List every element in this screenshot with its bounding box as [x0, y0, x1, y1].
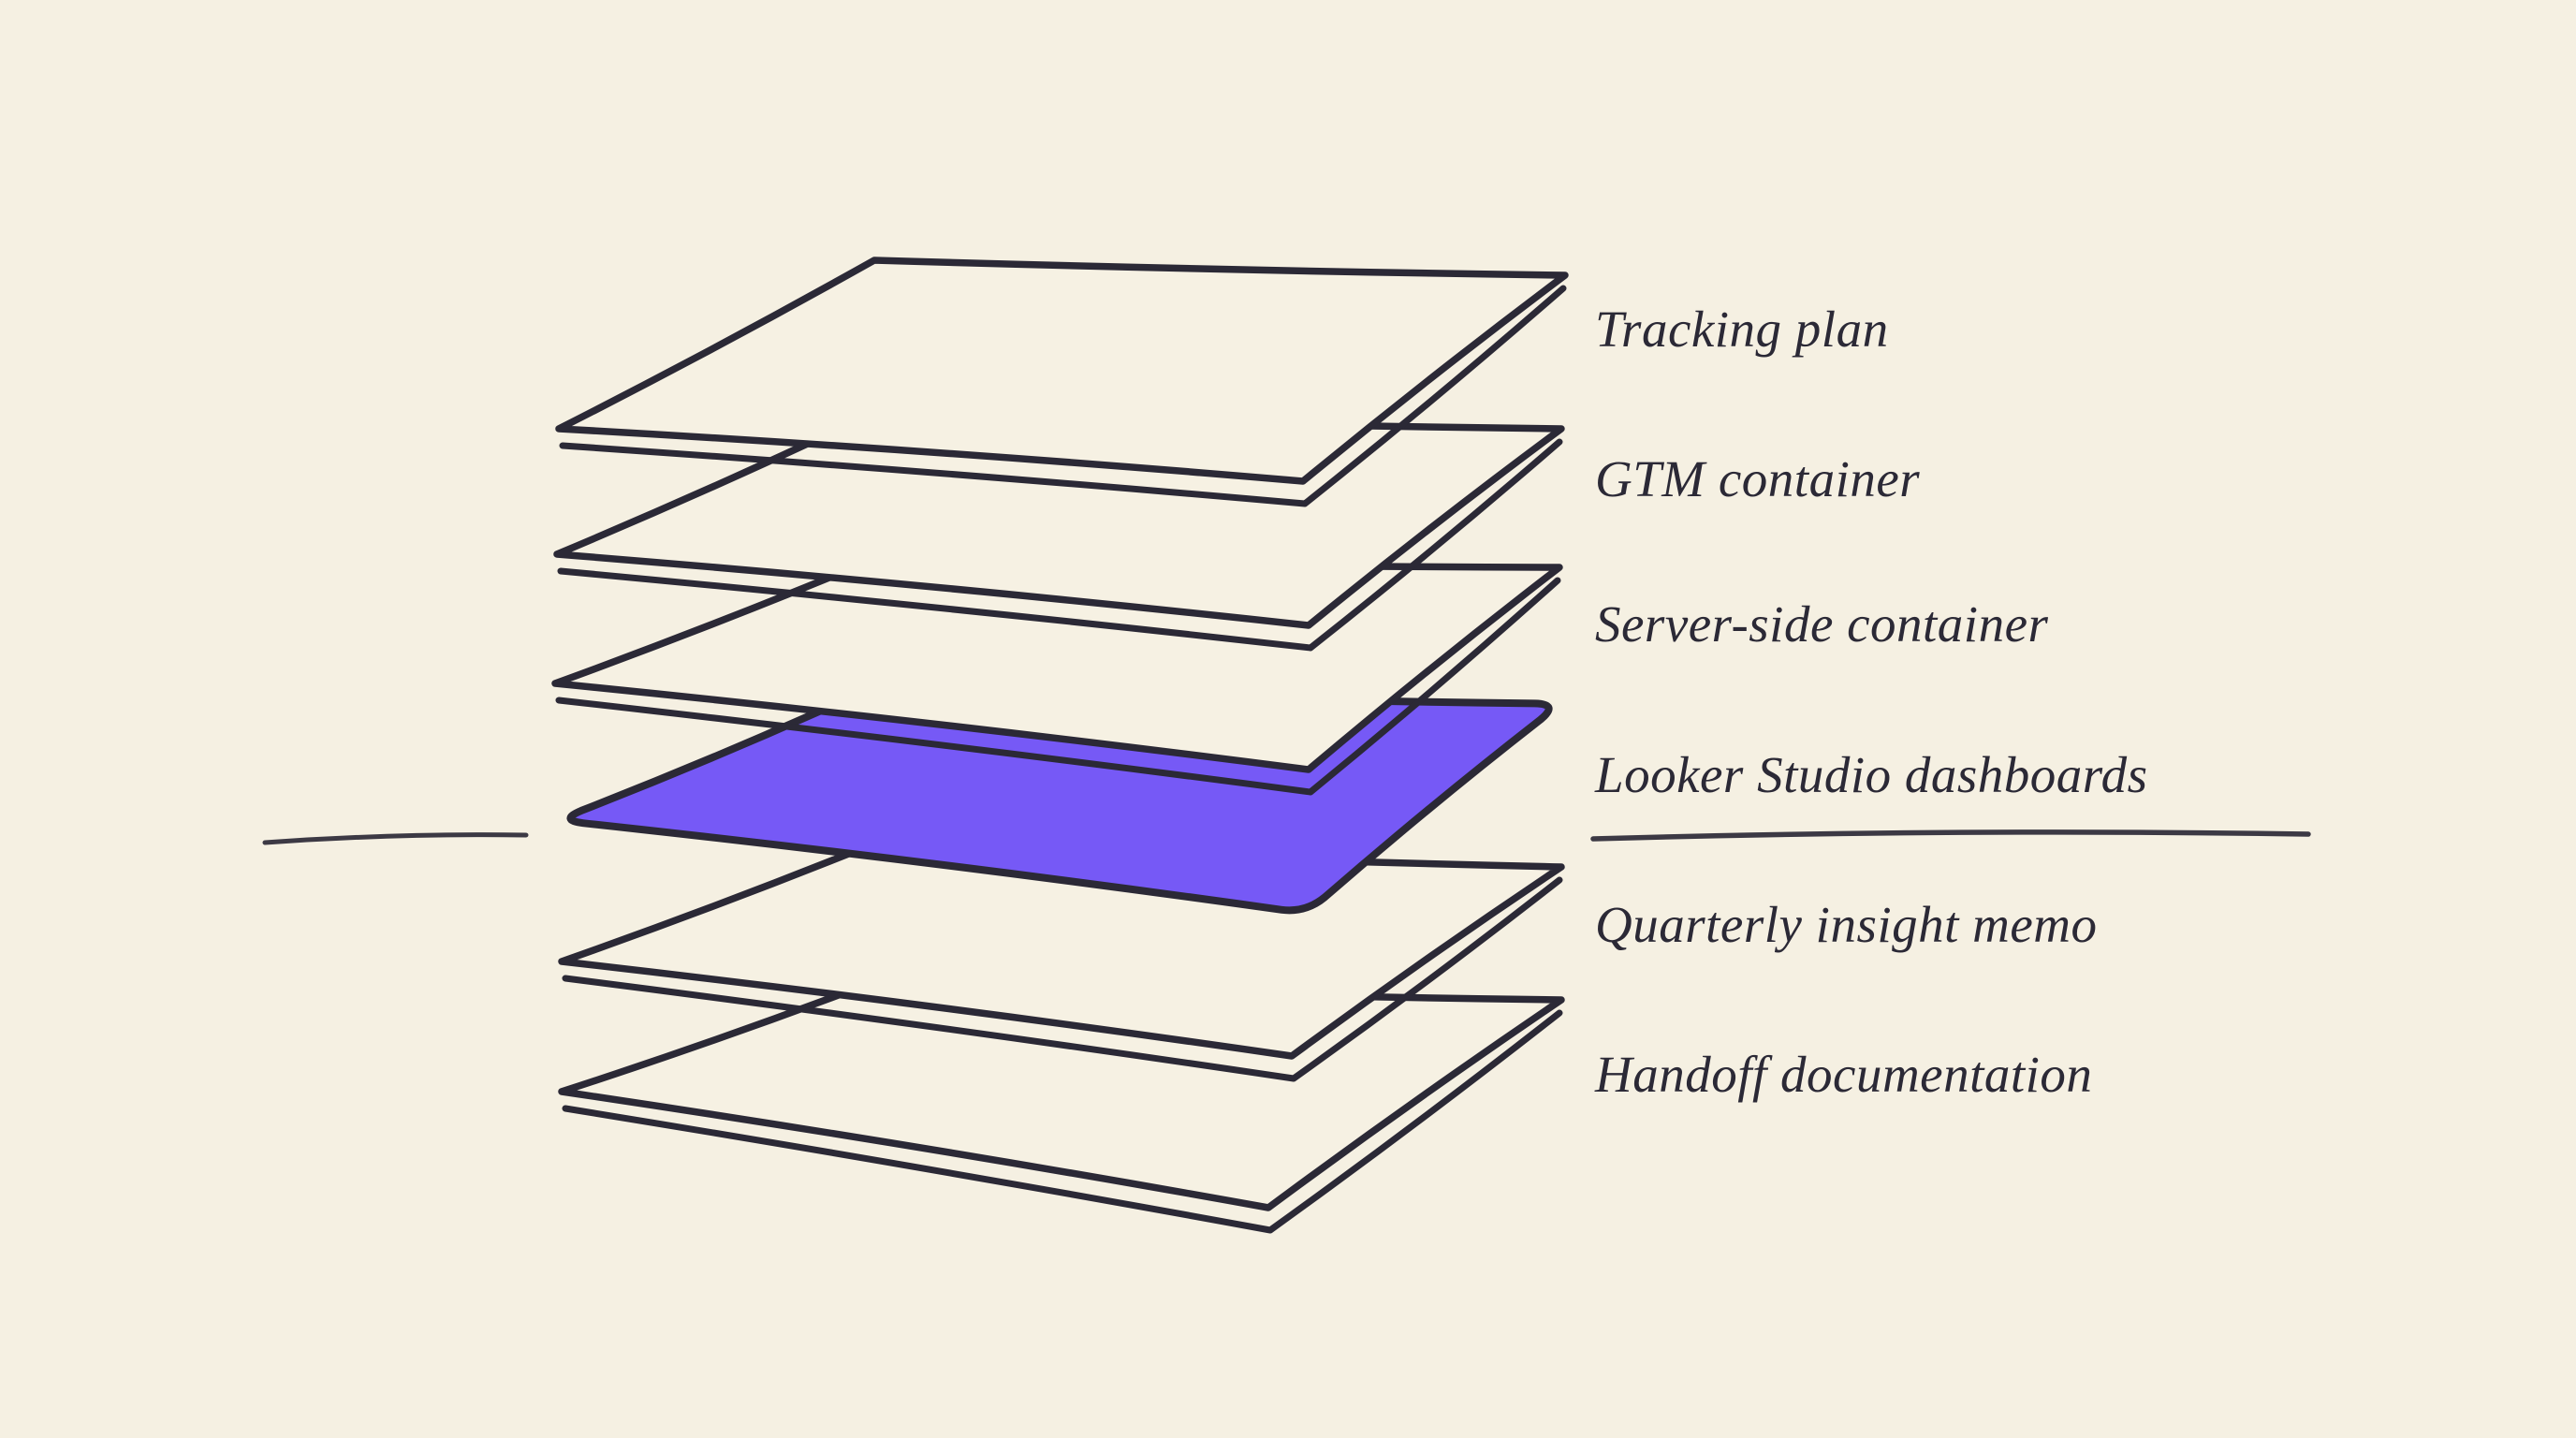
- sheet-thickness-line: [562, 1009, 1563, 1234]
- divider-line-right: [1590, 829, 2311, 842]
- sheet-thickness-line: [555, 577, 1561, 796]
- sheet-thickness-line: [562, 876, 1563, 1082]
- sheet-thickness-line: [557, 438, 1563, 652]
- layer-label-gtm-container: GTM container: [1595, 450, 1921, 507]
- layer-label-quarterly-insight-memo: Quarterly insight memo: [1595, 896, 2098, 953]
- sheet-thickness-line: [559, 285, 1567, 507]
- sheet-face: [555, 257, 1569, 485]
- layer-label-handoff-documentation: Handoff documentation: [1595, 1046, 2093, 1103]
- divider-line-left: [262, 832, 529, 845]
- layer-label-looker-studio-dashboards: Looker Studio dashboards: [1595, 746, 2148, 803]
- layer-label-tracking-plan: Tracking plan: [1595, 301, 1889, 358]
- sheet-tracking-plan: [555, 257, 1569, 507]
- layer-label-server-side-container: Server-side container: [1595, 595, 2049, 653]
